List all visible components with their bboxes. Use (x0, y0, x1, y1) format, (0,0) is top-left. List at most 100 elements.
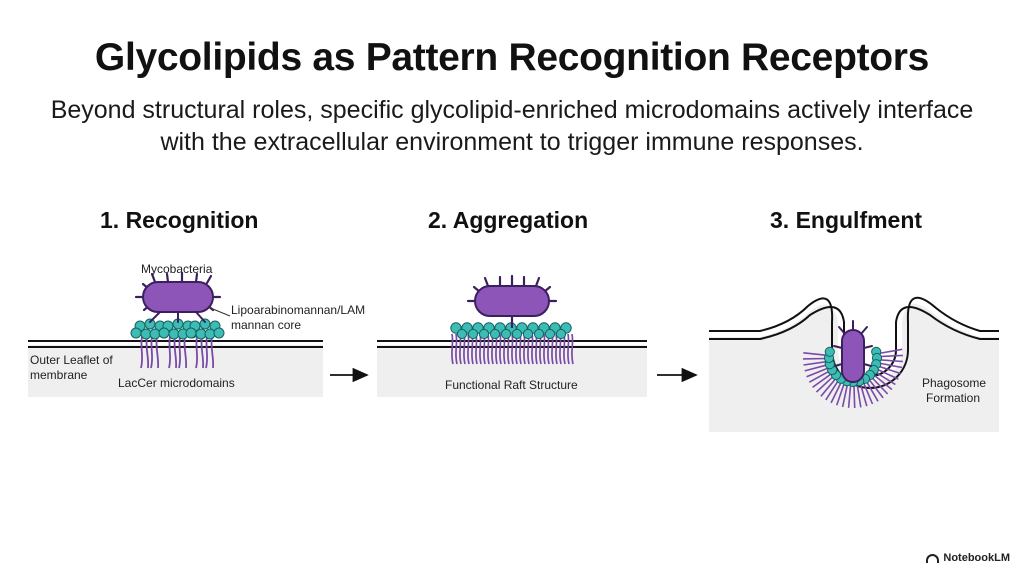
lipid-head (555, 328, 567, 340)
lipid-tail (872, 373, 893, 391)
lipid-tail (877, 365, 901, 375)
bacterial-spike (205, 274, 213, 285)
lipid-tail (878, 348, 903, 355)
bacterial-spike (860, 326, 868, 335)
lipid-head (199, 318, 211, 330)
bacterial-spike (194, 272, 199, 284)
lipid-tail (808, 369, 831, 383)
label-lam: Lipoarabinomannan/LAM (231, 303, 366, 317)
lam-stalk (195, 311, 206, 323)
lipid-tail (862, 381, 874, 405)
notebooklm-icon (926, 553, 940, 563)
lipid-head (522, 328, 534, 340)
lipid-tail (867, 378, 884, 399)
lipid-head (544, 328, 556, 340)
lipid-head (213, 327, 225, 339)
raft-heads (450, 322, 572, 340)
lipid-tail (803, 360, 828, 366)
bacterial-spike (863, 345, 873, 349)
step-3-title: 3. Engulfment (770, 207, 923, 233)
bacterial-spike (150, 272, 157, 284)
lipid-head (185, 327, 197, 339)
lipid-tail (168, 335, 172, 369)
lipid-tail (835, 382, 846, 406)
label-lam-core: mannan core (231, 318, 302, 332)
lipid-tail (555, 333, 558, 365)
lam-stalk (149, 311, 161, 323)
bacterial-spike (534, 276, 541, 288)
step-2-title: 2. Aggregation (428, 207, 589, 233)
label-mycobacteria: Mycobacteria (141, 262, 213, 276)
lipid-head (456, 328, 468, 340)
lipid-tail (543, 333, 546, 365)
bacterial-spike (838, 326, 846, 335)
bacterial-spike (833, 345, 843, 349)
lipid-head (511, 328, 523, 340)
label-formation: Formation (926, 391, 981, 405)
brand-label: NotebookLM (943, 552, 1010, 564)
lipid-tail (178, 335, 182, 369)
lipid-head (500, 328, 512, 340)
step-1-title: 1. Recognition (100, 207, 259, 233)
step-1-panel (28, 271, 323, 397)
lipid-head (467, 328, 479, 340)
page-subtitle: Beyond structural roles, specific glycol… (50, 96, 974, 156)
lipid-tail (856, 383, 862, 408)
lipid-tail (804, 363, 829, 372)
label-functional-raft: Functional Raft Structure (445, 378, 578, 392)
lipid-tail (479, 333, 482, 365)
lacCer-microdomains (130, 318, 225, 369)
lipid-tail (803, 352, 828, 357)
lipid-head (144, 318, 156, 330)
label-laccer-microdomains: LacCer microdomains (118, 376, 235, 390)
bacterial-spike (834, 363, 843, 367)
engulfed-mycobacterium (833, 320, 873, 383)
lipid-tail (812, 372, 833, 389)
lipid-head (130, 327, 142, 339)
lipid-tail (499, 333, 502, 365)
lipid-head (489, 328, 501, 340)
mycobacterium-2 (466, 274, 558, 328)
lipid-head (158, 327, 170, 339)
lipid-tail (519, 333, 522, 365)
lipid-tail (865, 380, 879, 402)
lam-pointer-line (207, 306, 231, 317)
lipid-tail (876, 368, 899, 380)
label-phagosome: Phagosome (922, 376, 987, 390)
label-outer-leaflet: Outer Leaflet of (30, 353, 113, 367)
lipid-tail (531, 333, 534, 365)
lipid-tail (874, 371, 896, 386)
lipid-tail (847, 383, 852, 408)
lipid-tail (878, 354, 903, 358)
lipid-tail (859, 382, 868, 407)
lipid-head (478, 328, 490, 340)
lipid-tail (567, 333, 570, 365)
lipid-head (204, 328, 216, 340)
lipid-tail (878, 359, 903, 363)
lipid-head (824, 346, 835, 357)
lipid-tail (455, 333, 458, 365)
lipid-tail (205, 335, 209, 369)
lipid-tail (511, 333, 514, 365)
lipid-tail (820, 377, 837, 397)
page-title: Glycolipids as Pattern Recognition Recep… (94, 36, 930, 79)
lipid-tail (523, 333, 526, 365)
lipid-tail (815, 375, 835, 393)
lipid-tail (830, 381, 843, 404)
lipid-tail (475, 333, 478, 365)
lipid-tail (806, 366, 830, 378)
lipid-tail (150, 335, 154, 369)
step-3-panel (709, 296, 999, 432)
extracellular-background (709, 304, 999, 432)
lipid-tail (853, 383, 856, 409)
phagosome-tails (802, 348, 903, 409)
lipid-tail (870, 376, 889, 395)
lipid-tail (140, 335, 144, 369)
lipid-head (533, 328, 545, 340)
lipid-tail (841, 383, 849, 408)
label-membrane: membrane (30, 368, 88, 382)
lipid-head (149, 328, 161, 340)
bacterial-spike (483, 276, 490, 288)
notebooklm-logo: NotebookLM (926, 552, 1010, 564)
